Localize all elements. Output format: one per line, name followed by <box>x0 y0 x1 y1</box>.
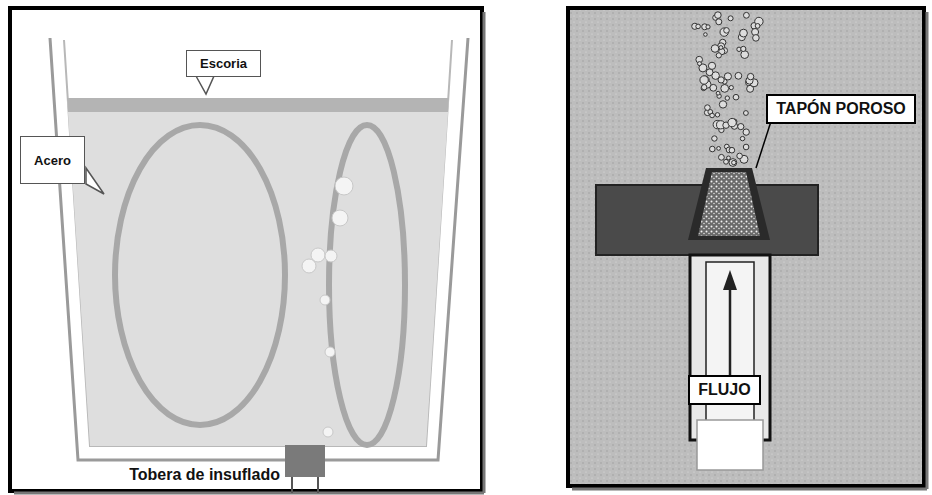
callout-text: Escoria <box>200 56 247 71</box>
callout-box: Escoria <box>186 50 261 77</box>
callout-text: Acero <box>34 153 71 168</box>
right-panel <box>568 8 927 489</box>
callout-text: TAPÓN POROSO <box>776 100 906 118</box>
part-label: Tobera de insuflado <box>129 466 280 484</box>
callout-box: Acero <box>20 136 85 184</box>
callout-box: TAPÓN POROSO <box>766 94 916 124</box>
left-panel <box>10 8 484 493</box>
callout-box: FLUJO <box>688 375 761 405</box>
callout-text: FLUJO <box>698 381 750 399</box>
